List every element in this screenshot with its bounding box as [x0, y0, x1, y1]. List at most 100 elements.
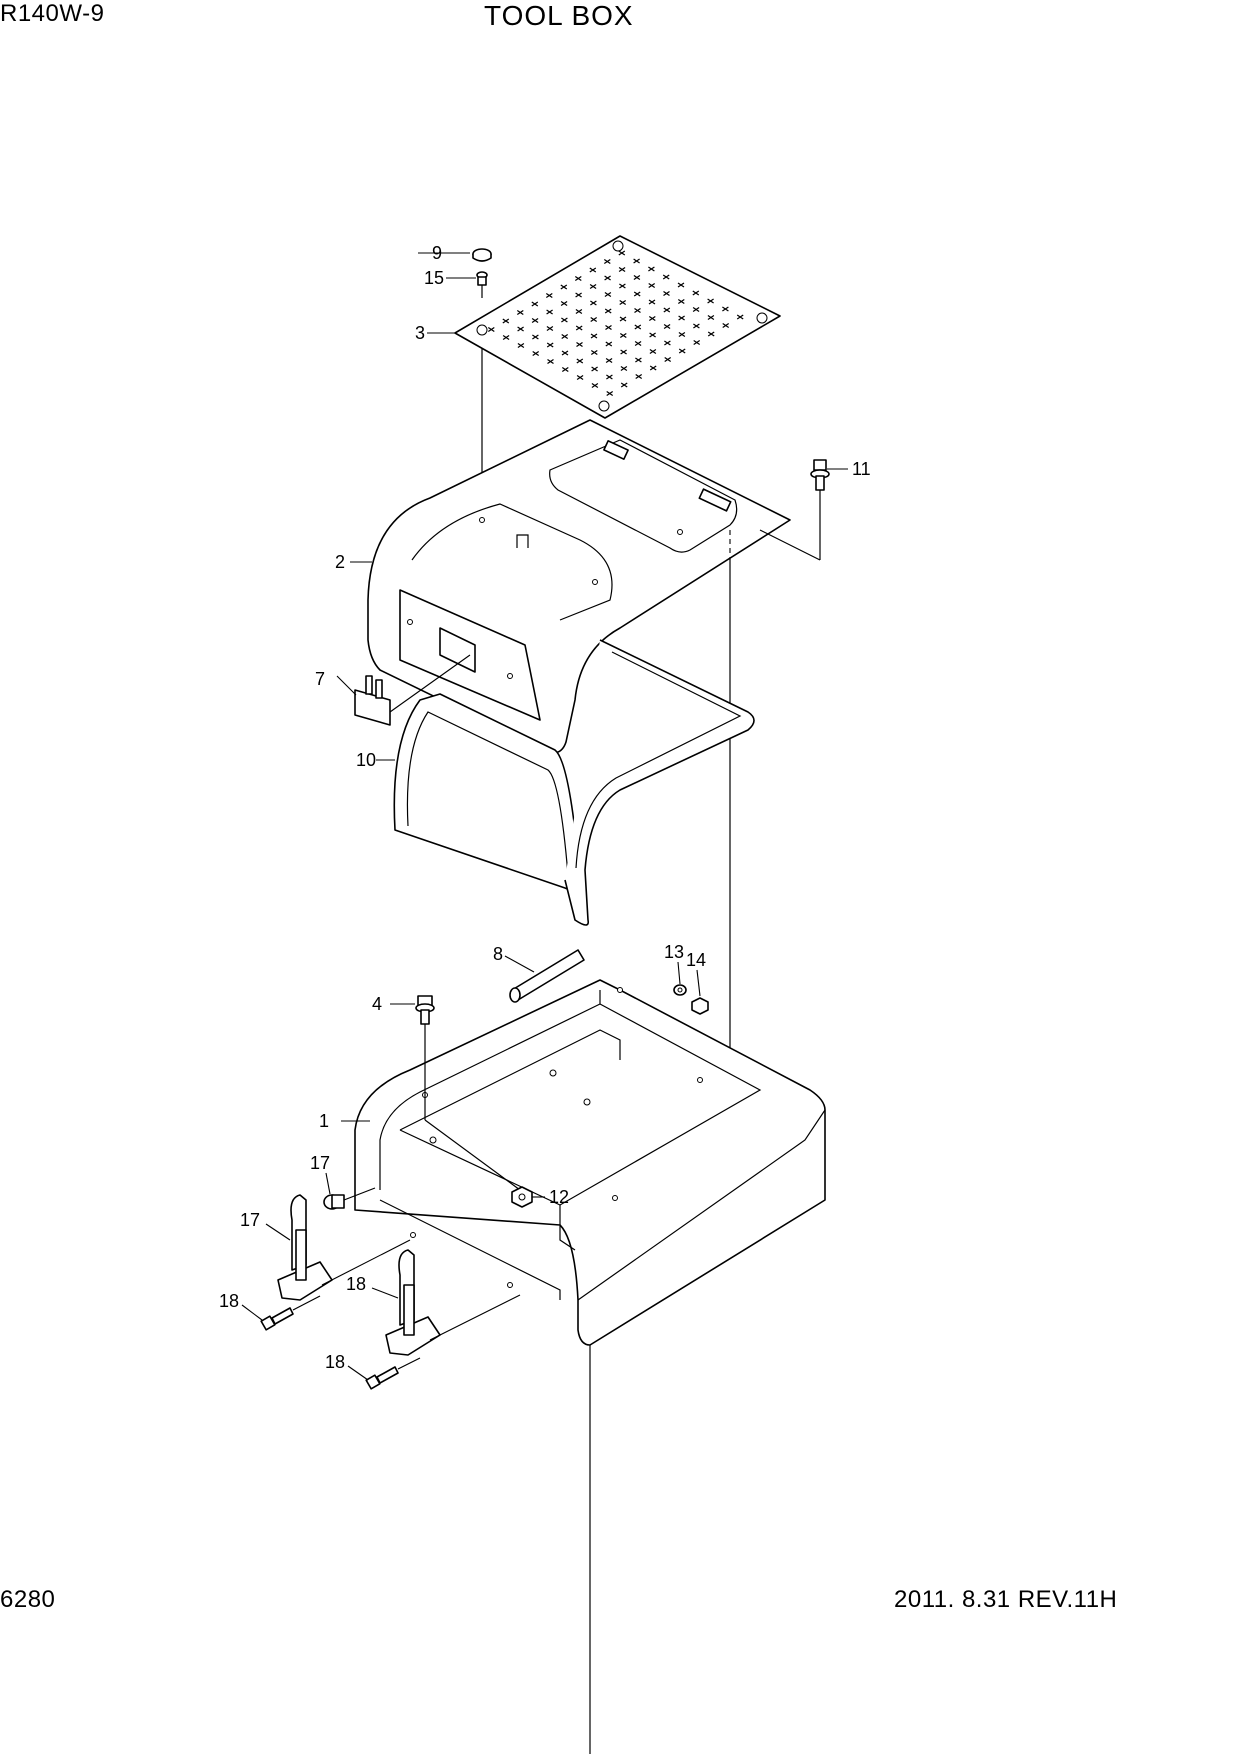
perforation-hole: [604, 292, 612, 297]
callout-18-left: 18: [219, 1291, 239, 1311]
perforation-hole: [633, 275, 641, 280]
perforation-hole: [531, 318, 539, 323]
perforation-hole: [576, 342, 583, 347]
perforation-hole: [620, 366, 628, 371]
perforation-hole: [560, 301, 568, 306]
perforation-hole: [618, 250, 626, 256]
perforation-hole: [561, 350, 569, 356]
perforation-hole: [517, 326, 524, 332]
callout-10: 11: [852, 459, 871, 479]
stud-part-15: [323, 1187, 376, 1210]
screw-part-18-left: [260, 1295, 321, 1331]
perforation-hole: [693, 340, 701, 345]
perforation-hole: [649, 349, 657, 354]
callout-17-right: 18: [346, 1274, 366, 1294]
perforation-hole: [635, 374, 643, 379]
perforation-hole: [575, 292, 582, 298]
perforation-hole: [678, 315, 685, 321]
callout-15: 17: [310, 1153, 330, 1173]
perforation-hole: [677, 299, 685, 304]
perforation-hole: [648, 266, 655, 272]
perforation-hole: [663, 324, 671, 329]
perforation-hole: [546, 309, 553, 315]
latch-part-17-right: [385, 1249, 521, 1356]
perforation-hole: [576, 358, 584, 364]
callout-18-right: 18: [325, 1352, 345, 1372]
perforation-hole: [692, 307, 700, 312]
callout-6: 7: [315, 669, 325, 689]
perforation-hole: [707, 331, 715, 337]
perforation-hole: [663, 291, 670, 296]
perforation-hole: [604, 275, 611, 281]
perforation-hole: [532, 351, 540, 356]
perforation-hole: [677, 282, 685, 288]
perforation-hole: [664, 357, 672, 362]
perforation-hole: [663, 307, 671, 313]
perforation-hole: [620, 349, 627, 355]
perforation-hole: [575, 325, 583, 331]
perforation-hole: [606, 391, 614, 396]
perforation-hole: [707, 298, 714, 304]
perforation-hole: [620, 382, 628, 388]
perforation-hole: [648, 316, 656, 321]
callout-1: 1: [319, 1111, 329, 1131]
perforation-hole: [591, 383, 599, 388]
screw-part-18-right: [365, 1357, 421, 1390]
callout-8: 9: [432, 243, 442, 263]
pin-part-7: [509, 949, 585, 1003]
perforation-hole: [605, 325, 612, 330]
perforation-hole: [590, 333, 598, 339]
frame-part-9: [393, 639, 755, 926]
perforation-hole: [574, 276, 582, 281]
perforation-hole: [633, 291, 641, 297]
callout-9: 10: [356, 750, 376, 770]
perforation-hole: [532, 334, 539, 340]
perforation-hole: [633, 258, 640, 264]
perforation-hole: [619, 333, 627, 338]
perforation-hole: [736, 314, 744, 320]
perforation-hole: [605, 341, 613, 347]
perforation-hole: [575, 309, 583, 314]
perforation-hole: [605, 358, 613, 363]
perforation-hole: [634, 341, 642, 346]
perforation-hole: [649, 332, 656, 338]
perforation-hole: [590, 317, 598, 322]
perforation-hole: [649, 365, 657, 371]
perforation-hole: [546, 342, 554, 348]
callout-13: 14: [686, 950, 706, 970]
perforation-hole: [545, 293, 553, 298]
perforation-hole: [561, 334, 569, 339]
perforation-hole: [561, 367, 569, 372]
cap-part-8: [472, 248, 492, 262]
perforation-hole: [546, 326, 554, 331]
perforation-hole: [603, 259, 611, 264]
perforation-hole: [589, 267, 597, 273]
perforation-hole: [560, 284, 568, 290]
perforation-hole: [590, 350, 598, 355]
perforation-hole: [635, 357, 642, 363]
callout-11: 12: [549, 1187, 569, 1207]
callout-7: 8: [493, 944, 503, 964]
callout-17-left: 17: [240, 1210, 260, 1230]
perforation-hole: [590, 300, 597, 306]
perforation-hole: [606, 374, 613, 380]
nut-part-11: [511, 1186, 533, 1208]
perforation-hole: [619, 316, 627, 322]
perforation-hole: [634, 308, 641, 313]
washer-part-12: [673, 984, 687, 996]
cover-plate-part-3: [454, 235, 781, 419]
nut-part-13: [691, 997, 709, 1015]
perforation-hole: [619, 300, 627, 305]
perforation-hole: [618, 267, 626, 272]
revision-date: 2011. 8.31 REV.11H: [894, 1586, 1118, 1613]
perforation-hole: [678, 332, 686, 337]
perforation-hole: [576, 375, 584, 380]
perforation-hole: [561, 317, 568, 323]
callout-14: 15: [424, 268, 444, 288]
perforation-hole: [722, 323, 730, 328]
perforation-hole: [531, 301, 539, 307]
perforation-hole: [722, 306, 729, 312]
page-title: TOOL BOX: [484, 0, 634, 31]
perforation-hole: [634, 324, 642, 330]
perforation-hole: [487, 327, 495, 332]
